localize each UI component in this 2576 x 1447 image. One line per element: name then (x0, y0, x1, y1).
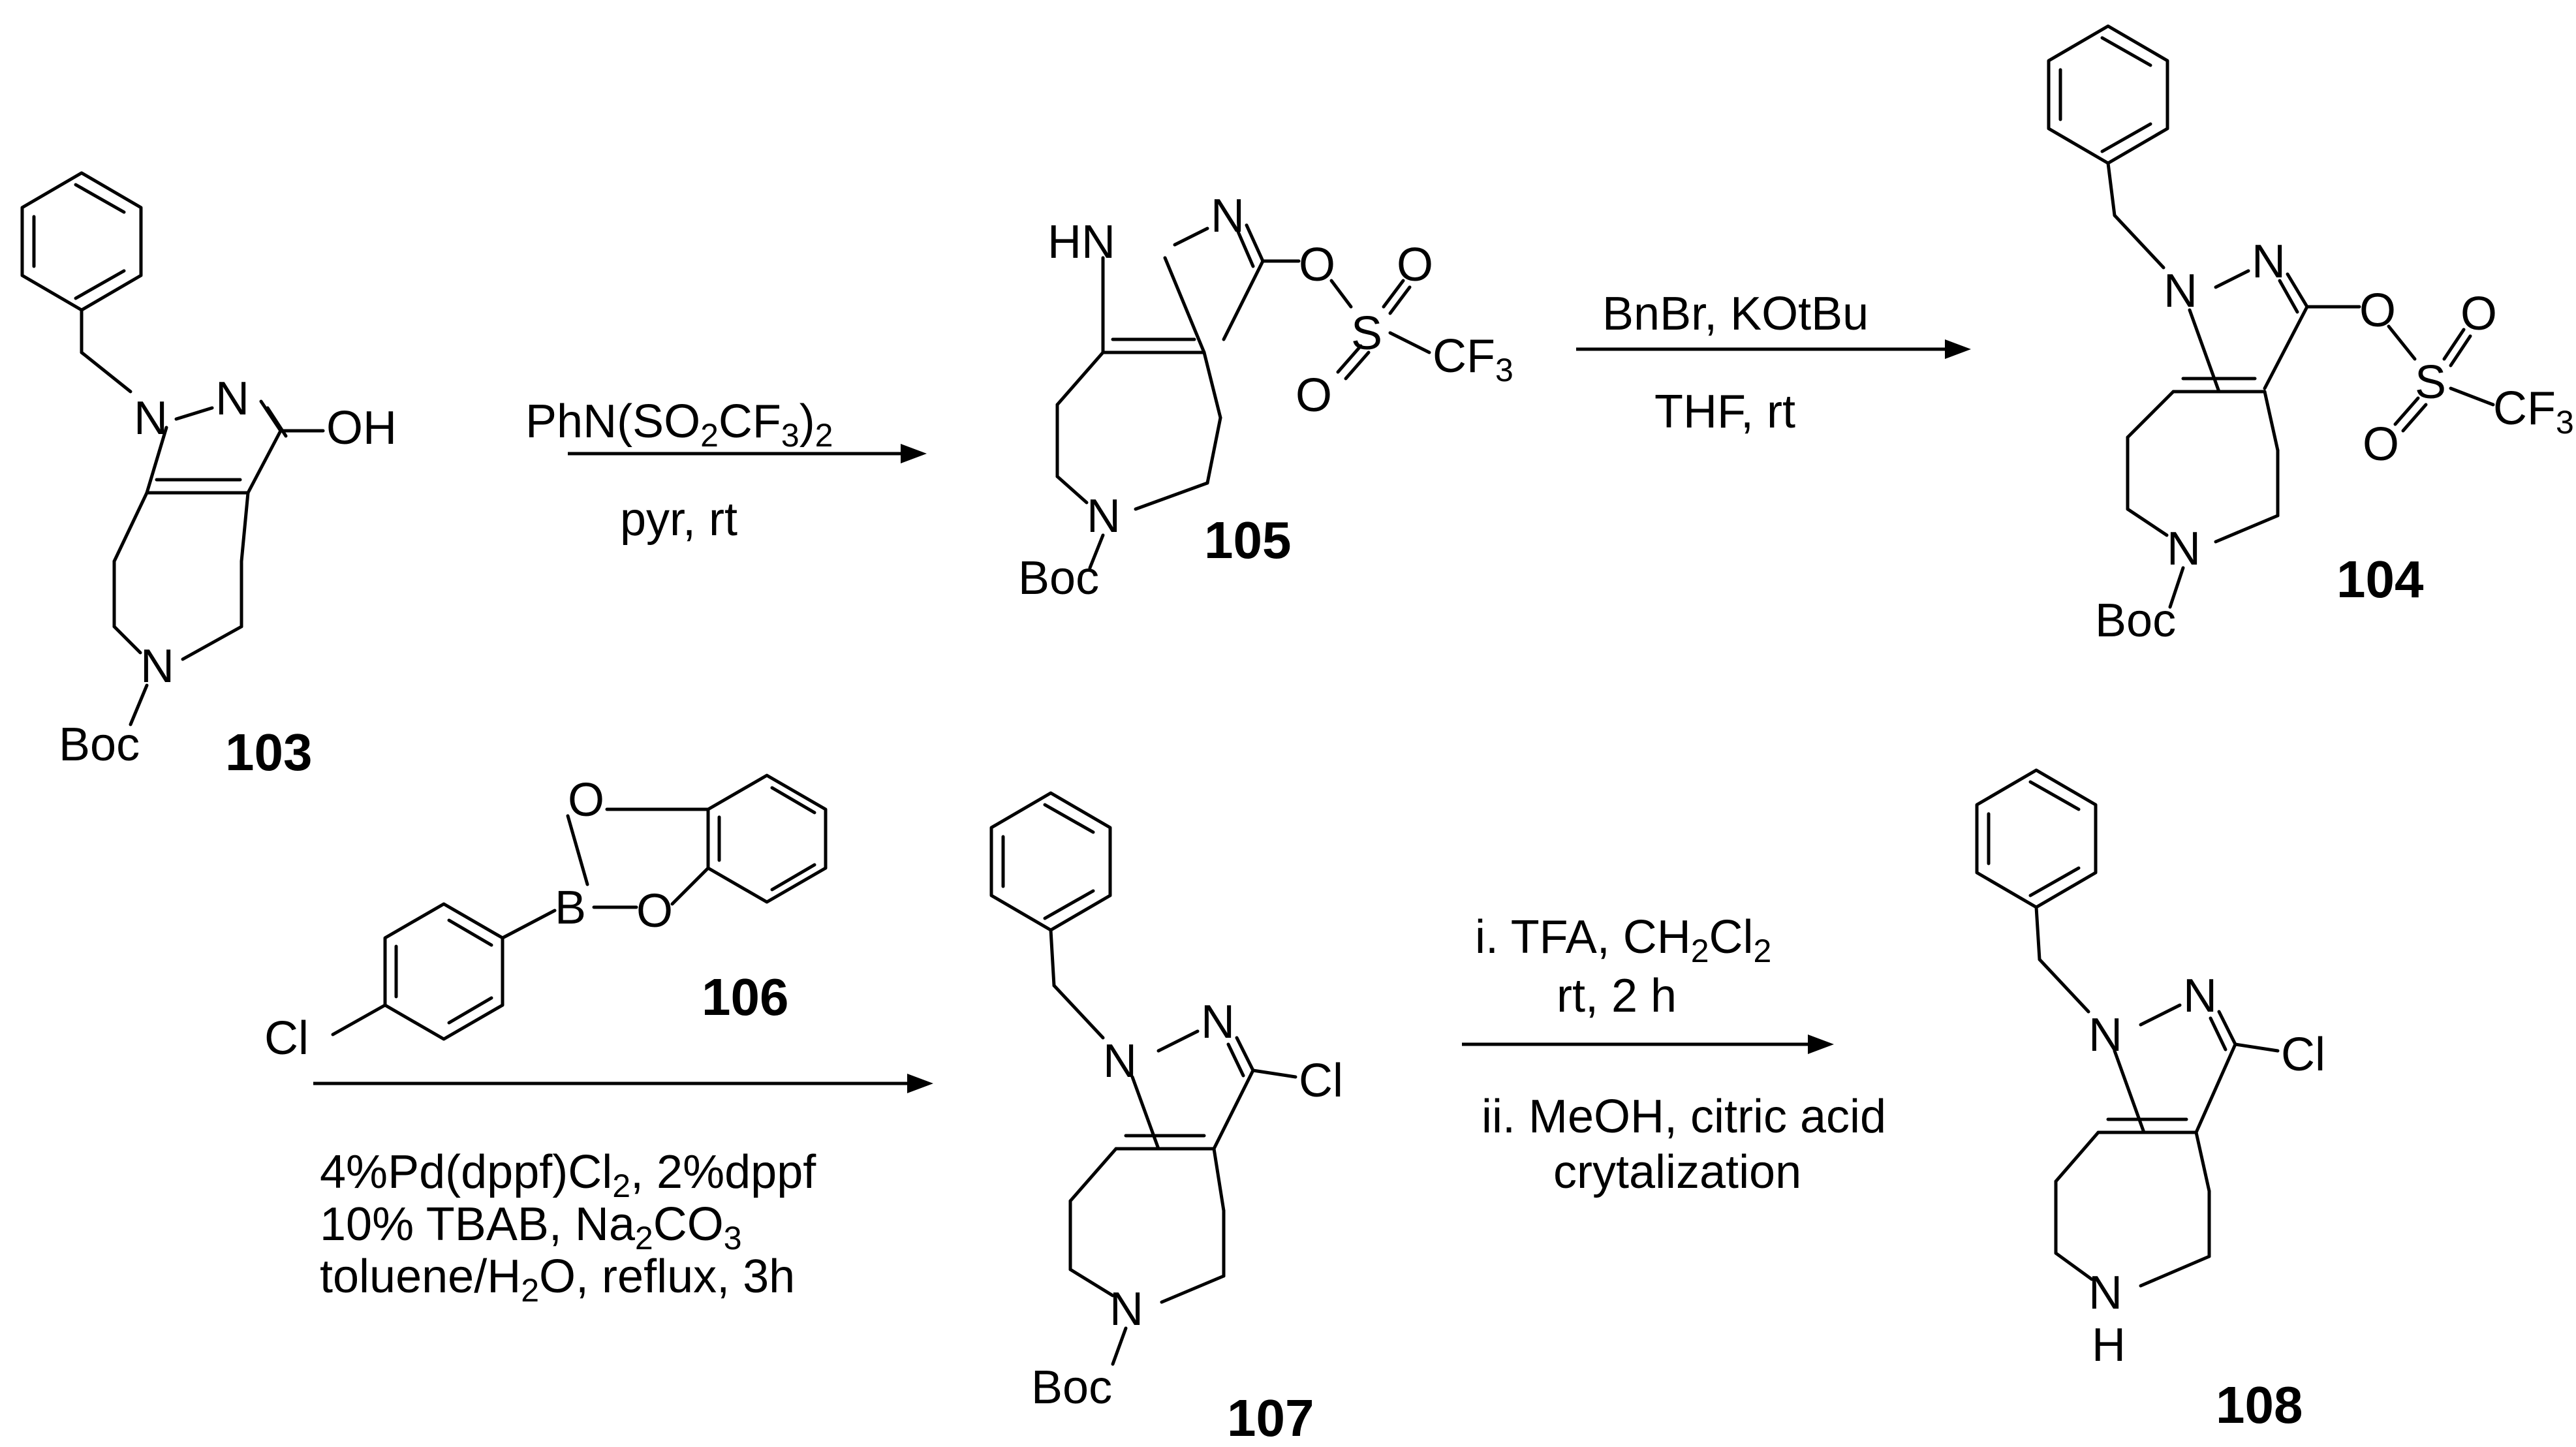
cf3-label: CF3 (2493, 382, 2574, 441)
hn-label: HN (1047, 216, 1115, 268)
n-ring-label: N (2167, 523, 2201, 575)
compound-107: N N Cl N Boc 107 (991, 793, 1343, 1447)
compound-107-label: 107 (1227, 1389, 1314, 1447)
compound-104: N N O O S O CF3 N Boc 104 (2049, 26, 2574, 647)
n-ring-label: N (1110, 1283, 1143, 1335)
compound-103-label: 103 (225, 723, 312, 781)
step4-crystallization: crytalization (1553, 1146, 1801, 1198)
compound-108-label: 108 (2216, 1376, 2303, 1434)
n2-label: N (2183, 970, 2217, 1022)
nh-h-label: H (2092, 1319, 2126, 1371)
boc-label: Boc (1018, 552, 1099, 604)
step4-workup: ii. MeOH, citric acid (1482, 1091, 1886, 1143)
compound-106-label: 106 (702, 968, 788, 1026)
s-label: S (1351, 307, 1382, 360)
step3-arrow: 4%Pd(dppf)Cl2, 2%dppf 10% TBAB, Na2CO3 t… (313, 1074, 933, 1309)
cf3-label: CF3 (1433, 330, 1513, 388)
boc-label: Boc (59, 719, 140, 771)
step3-solvent: toluene/H2O, reflux, 3h (320, 1251, 795, 1309)
b-label: B (555, 882, 586, 934)
step4-arrow: i. TFA, CH2Cl2 rt, 2 h ii. MeOH, citric … (1462, 911, 1886, 1198)
step4-acid: i. TFA, CH2Cl2 (1475, 911, 1771, 969)
o-upper-label: O (568, 774, 604, 826)
boc-label: Boc (2095, 595, 2176, 647)
n2-label: N (215, 373, 249, 425)
cl-label: Cl (264, 1012, 309, 1065)
lower-o-label: O (1296, 369, 1332, 422)
n2-label: N (1201, 996, 1235, 1048)
lower-o-label: O (2363, 418, 2399, 471)
compound-105: HN N O O S O CF3 N Boc 105 (1018, 190, 1513, 604)
compound-106: O B O Cl 106 (264, 773, 828, 1065)
boc-label: Boc (1031, 1361, 1112, 1414)
o-label: O (2359, 285, 2396, 337)
n-ring-label: N (1087, 490, 1121, 542)
n1-label: N (1103, 1035, 1137, 1087)
upper-o-label: O (1397, 239, 1433, 291)
step2-arrow: BnBr, KOtBu THF, rt (1576, 288, 1971, 438)
step1-conditions: pyr, rt (620, 493, 737, 546)
compound-103: N N OH N Boc 103 (22, 173, 397, 781)
step3-additives: 10% TBAB, Na2CO3 (320, 1198, 742, 1256)
step1-arrow: PhN(SO2CF3)2 pyr, rt (525, 396, 927, 546)
cl-label: Cl (1299, 1055, 1343, 1107)
o-lower-label: O (636, 885, 673, 937)
upper-o-label: O (2460, 288, 2497, 340)
compound-105-label: 105 (1204, 511, 1291, 569)
n1-label: N (2164, 265, 2197, 317)
compound-104-label: 104 (2336, 550, 2424, 608)
cl-label: Cl (2281, 1029, 2325, 1081)
compound-108: N N Cl N H 108 (1977, 770, 2325, 1434)
nh-n-label: N (2088, 1267, 2122, 1319)
o-label: O (1299, 239, 1335, 291)
step2-conditions: THF, rt (1654, 386, 1795, 438)
step4-time: rt, 2 h (1557, 970, 1677, 1022)
s-label: S (2415, 356, 2446, 409)
n1-label: N (134, 392, 168, 444)
n1-label: N (2088, 1009, 2122, 1061)
oh-label: OH (326, 402, 397, 454)
step3-catalyst: 4%Pd(dppf)Cl2, 2%dppf (320, 1146, 816, 1204)
n-label: N (1211, 190, 1245, 242)
step2-reagent: BnBr, KOtBu (1602, 288, 1869, 340)
n-ring-label: N (140, 640, 174, 692)
step1-reagent: PhN(SO2CF3)2 (525, 396, 833, 454)
n2-label: N (2252, 236, 2286, 288)
